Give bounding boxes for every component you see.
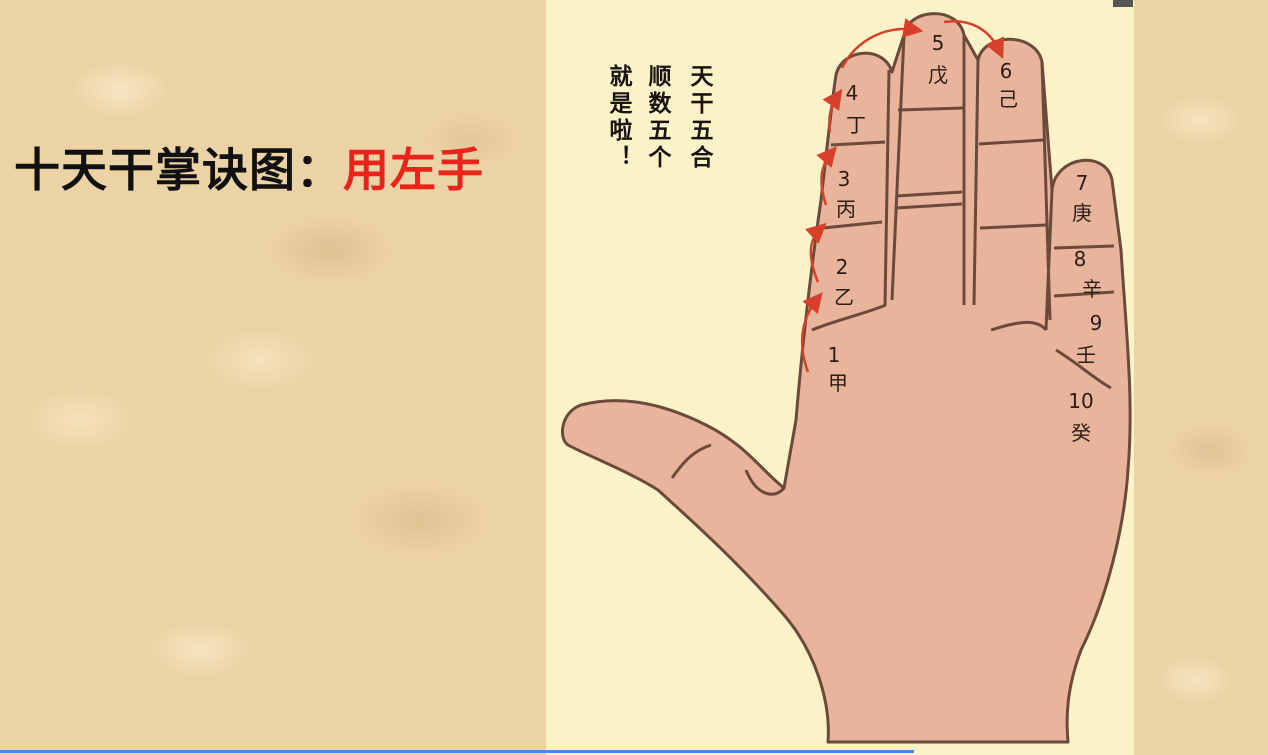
stem-2: 2 乙 [834,255,854,309]
stem-5-num: 5 [932,31,945,55]
stem-3-num: 3 [838,167,851,191]
stem-8-num: 8 [1074,247,1087,271]
stem-7-num: 7 [1076,171,1089,195]
stem-1: 1 甲 [828,343,848,395]
stem-9-num: 9 [1090,311,1103,335]
hand-diagram-panel: 1 甲 2 乙 3 丙 4 丁 5 戊 6 己 7 庚 8 辛 [546,0,1134,755]
stem-2-char: 乙 [834,285,854,309]
stem-7-char: 庚 [1072,201,1092,225]
stem-6-char: 己 [998,87,1018,111]
note-column-2: 顺数五个 [644,64,672,172]
note-column-1: 天干五合 [686,64,714,172]
stem-9-char: 壬 [1076,343,1096,367]
stem-8: 8 辛 [1074,247,1102,301]
stem-9: 9 壬 [1076,311,1102,367]
stem-4-char: 丁 [846,113,866,137]
stem-8-char: 辛 [1082,277,1102,301]
corner-mark [1113,0,1133,7]
bottom-progress-line [0,750,914,753]
title-highlight: 用左手 [343,143,484,197]
stem-10-char: 癸 [1071,421,1091,445]
title-prefix: 十天干掌诀图： [14,143,343,197]
stem-6-num: 6 [1000,59,1013,83]
stem-3-char: 丙 [836,197,856,221]
note-column-3: 就是啦！ [605,63,633,172]
stem-1-num: 1 [828,343,841,367]
stem-10-num: 10 [1068,389,1093,413]
hand-illustration: 1 甲 2 乙 3 丙 4 丁 5 戊 6 己 7 庚 8 辛 [560,12,1132,744]
stem-4: 4 丁 [846,81,866,137]
stem-7: 7 庚 [1072,171,1092,225]
stem-2-num: 2 [836,255,849,279]
stem-5-char: 戊 [928,63,948,87]
stem-3: 3 丙 [836,167,856,221]
stem-4-num: 4 [846,81,859,105]
stem-1-char: 甲 [828,371,848,395]
page-title: 十天干掌诀图：用左手 [14,134,484,200]
stem-10: 10 癸 [1068,389,1093,445]
stem-6: 6 己 [998,59,1018,111]
stem-5: 5 戊 [928,31,948,87]
